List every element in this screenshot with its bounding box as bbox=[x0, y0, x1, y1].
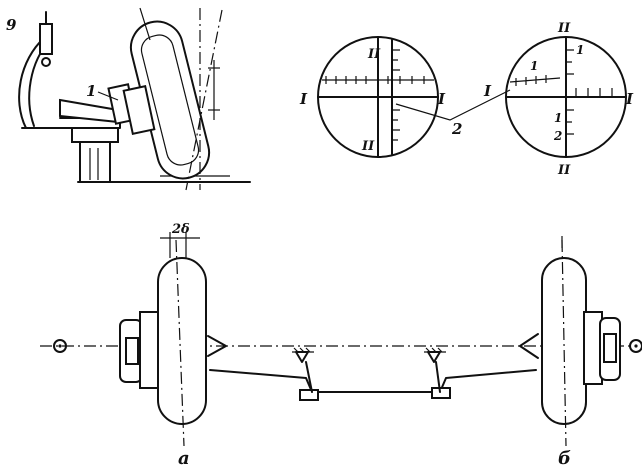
label-b: б bbox=[558, 448, 571, 469]
label-1-scale-b: 1 bbox=[576, 43, 584, 57]
pivot-right bbox=[427, 351, 441, 393]
wheel-axis-line bbox=[185, 9, 223, 191]
left-arm bbox=[207, 335, 227, 357]
stand-head bbox=[71, 127, 119, 143]
label-I-left: I bbox=[299, 90, 308, 108]
label-II-bottom-left: II bbox=[361, 139, 375, 154]
screen-left: II II I I bbox=[299, 36, 446, 158]
label-1: 1 bbox=[86, 82, 96, 100]
label-1-scale-c: 1 bbox=[554, 111, 562, 125]
alignment-stand-view: 1 9 bbox=[6, 7, 251, 191]
tie-rod-left bbox=[209, 369, 313, 393]
screen-right: II II I I 1 1 1 2 bbox=[483, 21, 634, 178]
label-I-right-b: I bbox=[625, 90, 634, 108]
label-2delta: 2δ bbox=[171, 222, 190, 237]
right-wheel bbox=[541, 257, 587, 425]
label-I-right-a: I bbox=[483, 82, 492, 100]
curved-arm bbox=[18, 37, 45, 129]
label-2-scale: 2 bbox=[553, 129, 562, 143]
label-9: 9 bbox=[6, 16, 17, 34]
label-2: 2 bbox=[451, 120, 462, 138]
left-hub bbox=[139, 311, 159, 389]
label-II-top-left: II bbox=[367, 47, 381, 62]
hub-mount bbox=[122, 85, 156, 135]
label-II-bottom-right: II bbox=[557, 163, 571, 178]
label-II-top-right: II bbox=[557, 21, 571, 36]
label-I-mid: I bbox=[437, 90, 446, 108]
label-a: а bbox=[178, 448, 190, 469]
leader-2 bbox=[395, 89, 511, 121]
right-arm bbox=[519, 333, 539, 359]
axle-view: 2δ а б bbox=[40, 222, 642, 469]
adjuster-9 bbox=[39, 23, 53, 55]
tie-rod-right bbox=[439, 369, 537, 393]
label-1-scale-a: 1 bbox=[530, 59, 538, 73]
stand-column bbox=[79, 141, 111, 183]
